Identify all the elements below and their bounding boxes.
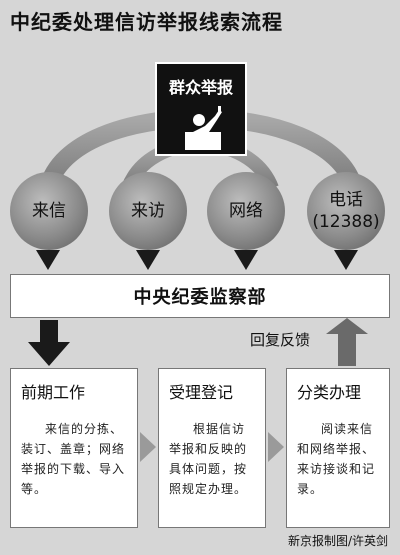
source-box: 群众举报 <box>155 62 247 156</box>
channel-label: 来访 <box>131 201 165 221</box>
channel-phone-number: (12388) <box>312 212 380 232</box>
arrow-down-1 <box>36 250 60 270</box>
central-commission-label: 中央纪委监察部 <box>133 287 267 308</box>
arrow-down-4 <box>334 250 358 270</box>
step-preliminary: 前期工作 来信的分拣、装订、盖章；网络举报的下载、导入等。 <box>10 368 138 528</box>
step-description: 阅读来信和网络举报、来访接谈和记录。 <box>297 422 376 496</box>
step-description: 来信的分拣、装订、盖章；网络举报的下载、导入等。 <box>21 422 126 496</box>
step-title: 前期工作 <box>21 383 86 402</box>
channel-arrows <box>36 250 358 270</box>
channel-label: 网络 <box>229 201 263 221</box>
arrow-down-3 <box>234 250 258 270</box>
arrow-center-to-step1 <box>28 320 70 366</box>
image-credit: 新京报制图/许英剑 <box>287 534 388 548</box>
arrow-feedback-up <box>326 318 368 366</box>
step-title: 分类办理 <box>297 383 362 402</box>
whistleblower-pointing-icon <box>185 106 222 150</box>
step-title: 受理登记 <box>169 383 234 402</box>
step-processing: 分类办理 阅读来信和网络举报、来访接谈和记录。 <box>286 368 390 528</box>
step-description: 根据信访举报和反映的具体问题，按照规定办理。 <box>169 422 248 496</box>
step-registration: 受理登记 根据信访举报和反映的具体问题，按照规定办理。 <box>158 368 266 528</box>
channel-online: 网络 <box>207 172 285 250</box>
channel-visit: 来访 <box>109 172 187 250</box>
channel-phone: 电话 (12388) <box>307 172 385 250</box>
central-commission-box: 中央纪委监察部 <box>10 274 390 318</box>
page-title: 中纪委处理信访举报线索流程 <box>10 10 283 34</box>
channel-label: 电话 <box>329 190 363 210</box>
arrow-step2-to-step3 <box>268 432 284 462</box>
arrow-down-2 <box>136 250 160 270</box>
arrow-step1-to-step2 <box>140 432 156 462</box>
channel-label: 来信 <box>32 201 66 221</box>
feedback-label: 回复反馈 <box>250 331 311 349</box>
channel-letter: 来信 <box>10 172 88 250</box>
source-label: 群众举报 <box>168 78 233 97</box>
